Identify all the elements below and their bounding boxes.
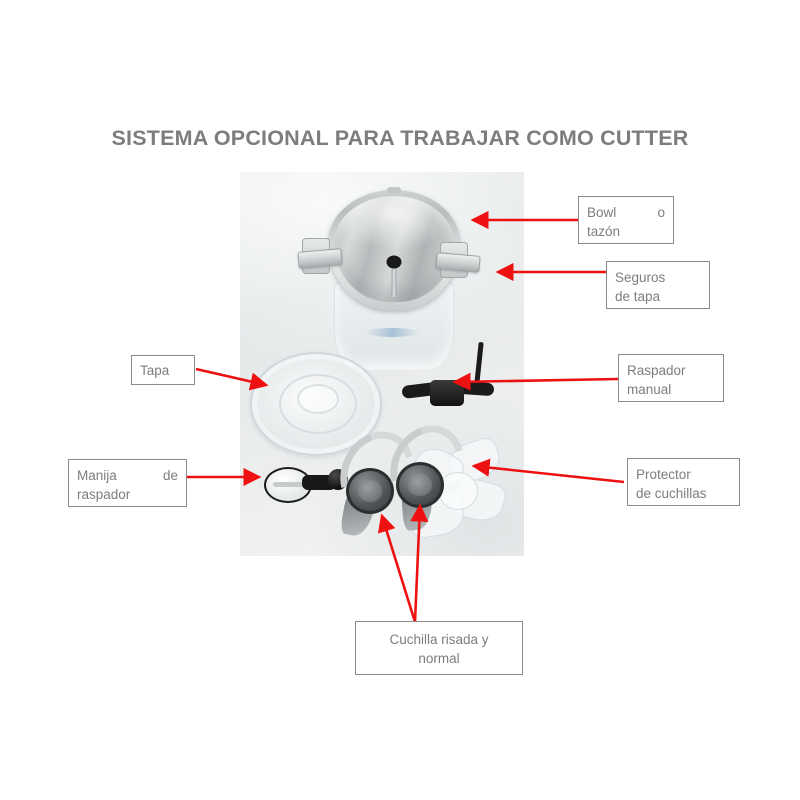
normal-blade [376, 412, 478, 532]
bowl-drive-shaft [391, 266, 397, 297]
callout-protector-line1: Protector [636, 467, 691, 482]
callout-manija-line1: Manija de [77, 468, 178, 483]
serrated-blade [326, 418, 428, 539]
callout-manija-line2: raspador [77, 487, 131, 502]
scraper-handle-knob [328, 469, 348, 490]
callout-bowl-line1: Bowl o [587, 205, 665, 220]
callout-protector-line2: de cuchillas [636, 486, 707, 501]
callout-seguros-line1: Seguros [615, 270, 666, 285]
stainless-bowl [328, 187, 460, 310]
cutter-accessories-photo [240, 172, 524, 556]
scraper-hub [430, 380, 464, 406]
callout-bowl[interactable]: Bowl o tazón [578, 196, 674, 244]
scraper-handle [258, 462, 354, 504]
callout-raspador-line1: Raspador [627, 363, 686, 378]
callout-tapa[interactable]: Tapa [131, 355, 195, 385]
scraper-handle-neck [302, 475, 336, 490]
blade-hub [396, 462, 444, 508]
callout-cuchilla-line1: Cuchilla risada y [389, 632, 489, 647]
callout-seguros[interactable]: Seguros de tapa [606, 261, 710, 309]
bowl-notch [387, 187, 401, 193]
callout-manija[interactable]: Manija de raspador [68, 459, 187, 507]
callout-seguros-line2: de tapa [615, 289, 661, 304]
callout-protector[interactable]: Protector de cuchillas [627, 458, 740, 506]
callout-raspador-line2: manual [627, 382, 672, 397]
callout-cuchilla[interactable]: Cuchilla risada y normal [355, 621, 523, 675]
bowl-center-hub [386, 255, 402, 269]
callout-tapa-line1: Tapa [140, 363, 170, 378]
transparent-lid [250, 352, 382, 456]
callout-raspador[interactable]: Raspador manual [618, 354, 724, 402]
manual-scraper-arm [400, 341, 510, 422]
page-title: SISTEMA OPCIONAL PARA TRABAJAR COMO CUTT… [111, 126, 689, 150]
blade-hub [346, 468, 394, 514]
callout-bowl-line2: tazón [587, 224, 621, 239]
callout-cuchilla-line2: normal [418, 651, 460, 666]
